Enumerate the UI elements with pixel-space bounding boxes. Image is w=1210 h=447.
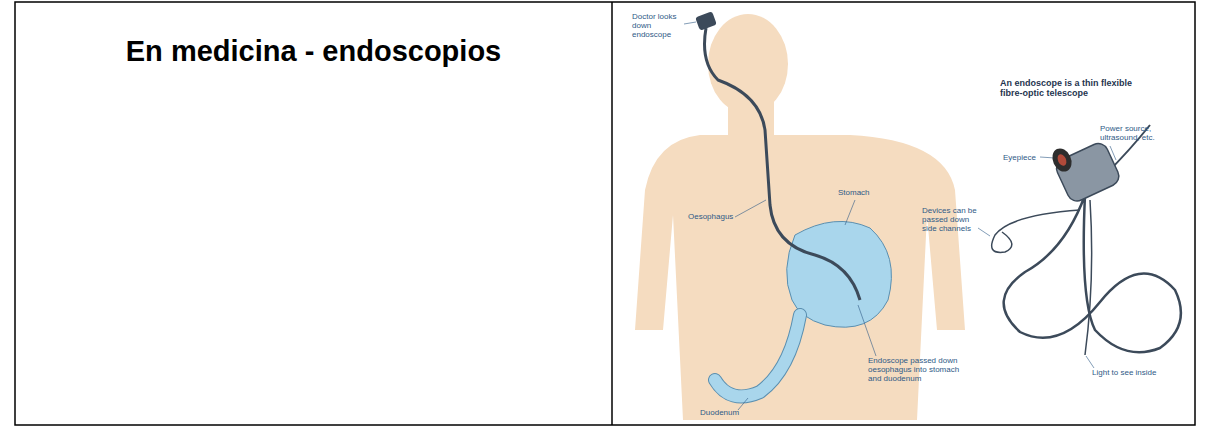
part-label: Power source, ultrasound, etc. [1100, 124, 1190, 142]
table-border [15, 2, 1195, 425]
part-label: An endoscope is a thin flexible fibre-op… [1000, 78, 1150, 98]
endoscope-tube [695, 11, 860, 300]
part-label: Endoscope passed down oesophagus into st… [868, 356, 960, 383]
table-cell: En medicina - endoscopios [16, 3, 611, 424]
part-label: Eyepiece [1003, 153, 1043, 162]
stomach [715, 221, 891, 396]
endoscope-device [992, 125, 1181, 355]
part-label: Duodenum [700, 408, 760, 417]
part-label: Stomach [838, 188, 888, 197]
part-label: Doctor looks down endoscope [632, 12, 684, 39]
cell-heading: En medicina - endoscopios [28, 35, 599, 68]
body-silhouette [635, 14, 965, 420]
part-label: Light to see inside [1092, 368, 1162, 377]
part-label: Devices can be passed down side channels [922, 206, 984, 233]
part-label: Oesophagus [688, 212, 748, 221]
cell-divider [611, 2, 613, 425]
